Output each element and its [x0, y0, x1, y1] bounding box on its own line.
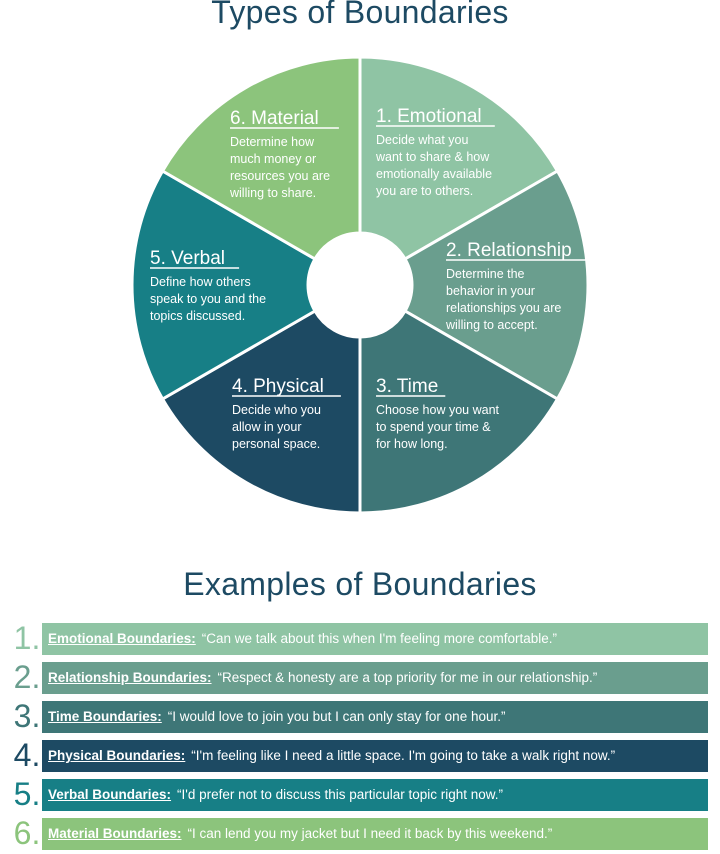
wheel-segment-description: willing to accept.	[445, 318, 538, 332]
wheel-segment-material	[160, 55, 362, 262]
wheel-segment-description: want to share & how	[375, 150, 490, 164]
wheel-segment-description: Decide who you	[232, 403, 321, 417]
example-number: 4.	[13, 737, 41, 773]
example-quote: “I'd prefer not to discuss this particul…	[177, 787, 504, 802]
example-bar: Verbal Boundaries: “I'd prefer not to dis…	[42, 779, 708, 811]
example-label: Time Boundaries:	[48, 709, 162, 724]
wheel-segment-title: 4. Physical	[232, 376, 324, 397]
wheel-segment-description: emotionally available	[376, 167, 492, 181]
example-quote: “Respect & honesty are a top priority fo…	[217, 670, 598, 685]
example-bar: Material Boundaries: “I can lend you my j…	[42, 818, 708, 850]
example-label: Emotional Boundaries:	[48, 631, 196, 646]
example-quote: “I can lend you my jacket but I need it …	[187, 826, 553, 841]
example-row-physical: 4. Physical Boundaries: “I'm feeling like…	[10, 737, 710, 773]
example-label: Verbal Boundaries:	[48, 787, 172, 802]
wheel-segment-description: Determine how	[230, 135, 315, 149]
wheel-segment-verbal	[130, 168, 318, 402]
example-quote: “Can we talk about this when I'm feeling…	[201, 631, 558, 646]
wheel-segment-description: Choose how you want	[376, 403, 500, 417]
wheel-segment-description: allow in your	[232, 420, 301, 434]
wheel-segment-description: relationships you are	[446, 301, 561, 315]
wheel-segment-relationship	[402, 168, 590, 402]
wheel-segment-title: 1. Emotional	[376, 106, 482, 127]
wheel-segment-description: Define how others	[150, 275, 251, 289]
wheel-segment-title: 3. Time	[376, 376, 438, 397]
example-label: Material Boundaries:	[48, 826, 182, 841]
wheel-segment-description: behavior in your	[446, 284, 535, 298]
wheel-segment-description: for how long.	[376, 437, 448, 451]
example-row-time: 3. Time Boundaries: “I would love to join…	[10, 698, 710, 734]
wheel-segment-description: you are to others.	[376, 184, 473, 198]
example-bar: Physical Boundaries: “I'm feeling like I …	[42, 740, 708, 772]
example-bar: Relationship Boundaries: “Respect & hones…	[42, 662, 708, 694]
example-row-verbal: 5. Verbal Boundaries: “I'd prefer not to …	[10, 776, 710, 812]
wheel-segment-title: 5. Verbal	[150, 248, 225, 269]
wheel-segment-description: speak to you and the	[150, 292, 266, 306]
example-row-material: 6. Material Boundaries: “I can lend you m…	[10, 815, 710, 851]
wheel-center	[309, 234, 411, 336]
wheel-segment-title: 2. Relationship	[446, 240, 572, 261]
types-title: Types of Boundaries	[211, 0, 509, 30]
wheel-segment-description: to spend your time &	[376, 420, 491, 434]
example-bar: Emotional Boundaries: “Can we talk about …	[42, 623, 708, 655]
example-label: Relationship Boundaries:	[48, 670, 212, 685]
examples-title: Examples of Boundaries	[183, 566, 537, 602]
wheel-segment-description: Decide what you	[376, 133, 468, 147]
example-bar: Time Boundaries: “I would love to join yo…	[42, 701, 708, 733]
wheel-segment-description: Determine the	[446, 267, 525, 281]
wheel-segment-physical	[160, 308, 362, 515]
example-row-emotional: 1. Emotional Boundaries: “Can we talk abo…	[10, 620, 710, 656]
wheel-segment-description: topics discussed.	[150, 309, 245, 323]
example-number: 5.	[13, 776, 41, 812]
wheel-segment-title: 6. Material	[230, 108, 319, 129]
example-number: 6.	[13, 815, 41, 851]
example-row-relationship: 2. Relationship Boundaries: “Respect & ho…	[10, 659, 710, 695]
wheel-segment-description: willing to share.	[229, 186, 316, 200]
wheel-segment-description: personal space.	[232, 437, 320, 451]
example-quote: “I'm feeling like I need a little space.…	[191, 748, 616, 763]
example-quote: “I would love to join you but I can only…	[167, 709, 506, 724]
example-number: 2.	[13, 659, 41, 695]
example-number: 3.	[13, 698, 41, 734]
example-number: 1.	[13, 620, 41, 656]
wheel-segment-description: much money or	[230, 152, 316, 166]
wheel-segment-emotional	[358, 55, 560, 262]
wheel-segment-time	[358, 308, 560, 515]
wheel-segment-description: resources you are	[230, 169, 330, 183]
example-label: Physical Boundaries:	[48, 748, 186, 763]
